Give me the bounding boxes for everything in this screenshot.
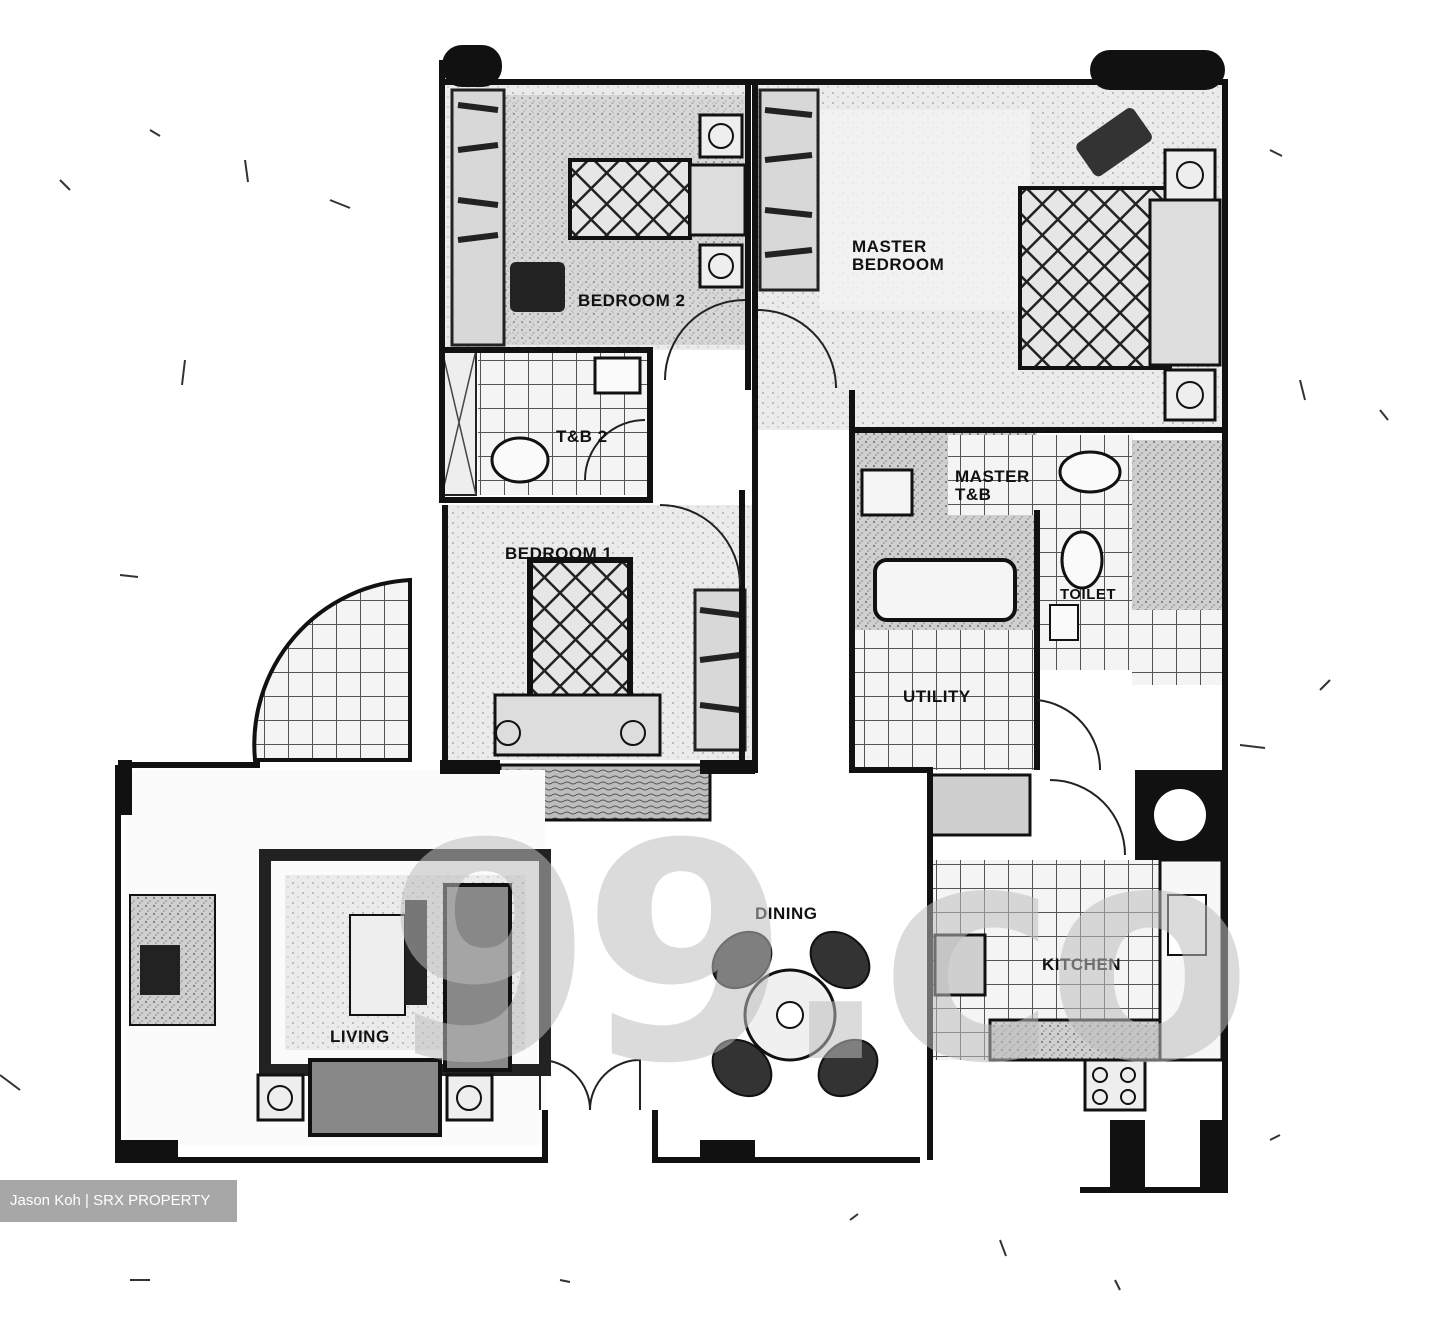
utility-room	[852, 610, 1222, 837]
kitchen-room	[930, 770, 1224, 1112]
master-tb-room	[852, 430, 1133, 630]
room-label-bedroom-1: BEDROOM 1	[505, 544, 613, 563]
room-label-dining: DINING	[755, 904, 818, 923]
tb-2-room	[441, 349, 650, 496]
dining-area	[711, 930, 879, 1098]
room-label-master-bedroom: MASTER BEDROOM	[852, 237, 945, 274]
toilet-room	[1040, 440, 1222, 670]
wall-columns	[118, 45, 1225, 1190]
room-label-utility: UTILITY	[903, 687, 971, 706]
watermark-logo: 99.co	[385, 780, 1252, 1129]
room-label-bedroom-2: BEDROOM 2	[578, 291, 686, 310]
bedroom-2-room	[442, 82, 748, 350]
scan-speckles	[0, 129, 1389, 1291]
room-label-living: LIVING	[330, 1027, 390, 1046]
master-bedroom-room	[755, 85, 1225, 430]
door-swings	[539, 299, 1126, 1111]
agent-credit-label: Jason Koh | SRX PROPERTY	[0, 1180, 237, 1222]
room-label-tb-2: T&B 2	[556, 427, 608, 446]
balcony	[252, 577, 412, 762]
living-room	[125, 770, 551, 1145]
room-label-master-tb: MASTER T&B	[955, 467, 1030, 504]
room-label-kitchen: KITCHEN	[1042, 955, 1122, 974]
room-label-toilet: TOILET	[1060, 586, 1117, 603]
